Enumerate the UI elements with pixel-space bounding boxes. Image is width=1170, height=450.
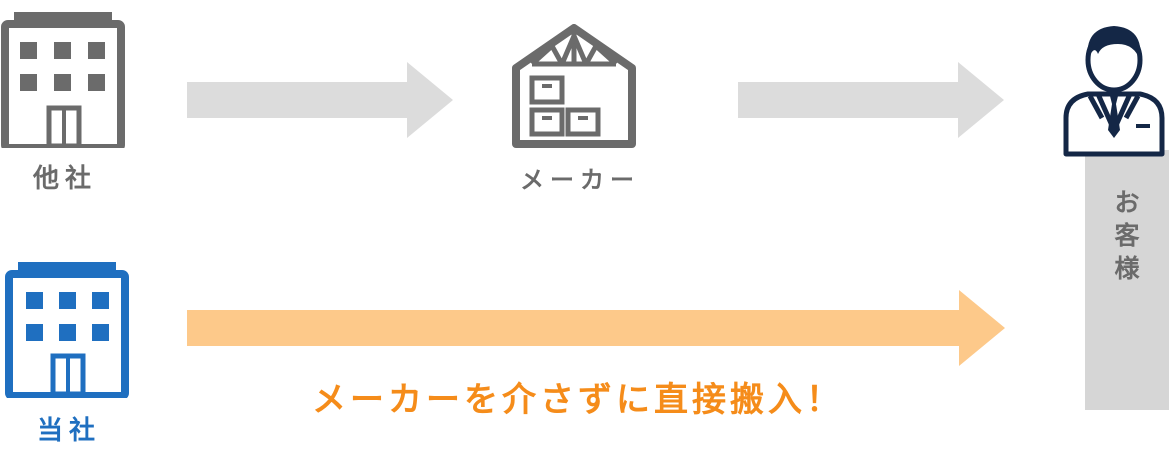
- arrow-direct-delivery: [187, 290, 1005, 366]
- arrow-maker-to-customer: [738, 62, 1004, 138]
- customer-label-char: お: [1114, 188, 1140, 217]
- direct-delivery-tagline: メーカーを介さずに直接搬入！: [312, 380, 844, 420]
- maker-warehouse-icon: [512, 24, 636, 148]
- customer-label: お 客 様: [1085, 186, 1169, 285]
- customer-bar: [1085, 150, 1169, 410]
- customer-businessman-icon: [1063, 26, 1165, 157]
- other-company-building-icon: [1, 12, 125, 148]
- maker-label: メーカー: [520, 166, 640, 194]
- our-company-building-icon: [5, 262, 129, 398]
- other-company-label: 他社: [32, 164, 97, 194]
- arrow-other-to-maker: [187, 62, 453, 138]
- customer-label-char: 客: [1114, 221, 1140, 250]
- customer-label-char: 様: [1114, 254, 1140, 283]
- our-company-label: 当社: [36, 416, 101, 446]
